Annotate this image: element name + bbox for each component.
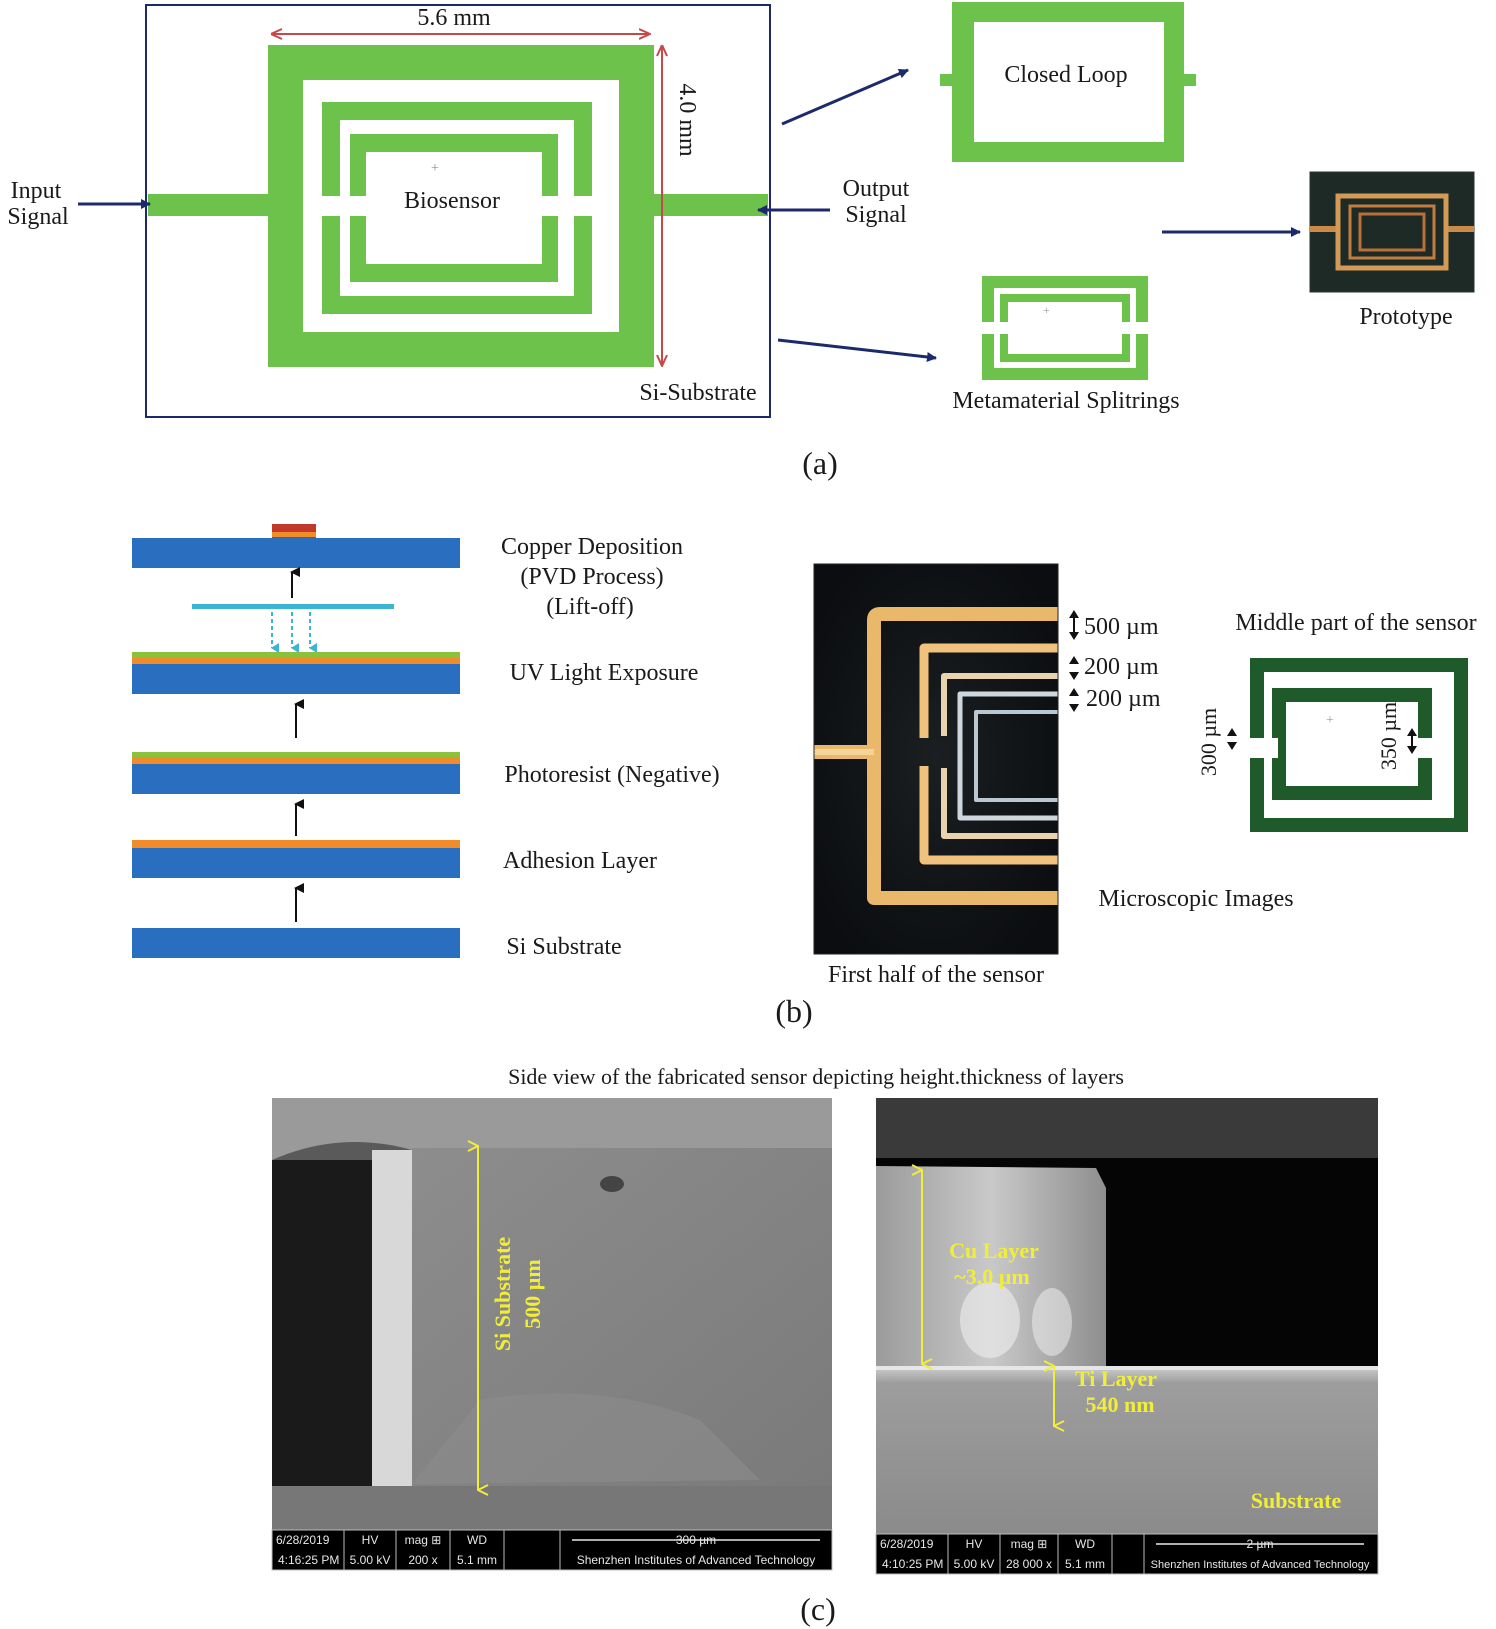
left-hv: 5.00 kV <box>350 1553 391 1567</box>
panel-b: Copper Deposition (PVD Process) (Lift-of… <box>132 524 1477 1029</box>
input-signal-label-1: Input <box>11 178 62 204</box>
right-institute: Shenzhen Institutes of Advanced Technolo… <box>1151 1559 1370 1571</box>
split-rings-unit: + <box>980 276 1150 380</box>
svg-text:+: + <box>431 161 439 176</box>
right-hv-label: HV <box>966 1537 983 1551</box>
closed-loop-label: Closed Loop <box>1004 62 1127 88</box>
split-rings-label: Metamaterial Splitrings <box>952 388 1179 414</box>
fabrication-steps <box>132 524 460 958</box>
step-copper-1: Copper Deposition <box>501 534 683 560</box>
sem-image-right <box>876 1098 1378 1538</box>
left-wd: 5.1 mm <box>457 1553 497 1567</box>
right-mag: 28 000 x <box>1006 1557 1052 1571</box>
step-uv: UV Light Exposure <box>510 660 699 686</box>
width-dimension-label: 5.6 mm <box>417 5 491 31</box>
substrate-label-right: Substrate <box>1251 1488 1342 1513</box>
left-date: 6/28/2019 <box>276 1533 330 1547</box>
microscopic-images-label: Microscopic Images <box>1098 886 1293 912</box>
middle-part-diagram: + <box>1248 658 1468 832</box>
sem-image-left <box>272 1098 832 1538</box>
microscope-image <box>813 563 1059 955</box>
prototype-photo <box>1309 171 1475 293</box>
ti-layer-label-2: 540 nm <box>1085 1392 1154 1417</box>
first-half-label: First half of the sensor <box>828 962 1044 988</box>
prototype-label: Prototype <box>1359 304 1452 330</box>
ti-layer-label-1: Ti Layer <box>1075 1366 1157 1391</box>
input-signal-label-2: Signal <box>7 204 69 230</box>
step-substrate: Si Substrate <box>506 934 621 960</box>
height-dimension-label: 4.0 mm <box>674 83 700 157</box>
step-copper-3: (Lift-off) <box>546 594 634 620</box>
left-hv-label: HV <box>362 1533 379 1547</box>
panel-c-label: (c) <box>800 1591 836 1627</box>
right-scale: 2 µm <box>1247 1537 1274 1551</box>
right-wd: 5.1 mm <box>1065 1557 1105 1571</box>
step-copper-2: (PVD Process) <box>520 564 663 590</box>
sem-databar-right <box>875 1533 1379 1575</box>
panel-a-label: (a) <box>802 445 838 481</box>
biosensor-label: Biosensor <box>404 188 500 214</box>
arrow-to-split-rings <box>777 338 937 362</box>
dim-200um-1: 200 µm <box>1084 654 1159 680</box>
closed-loop-ring <box>940 2 1196 162</box>
dim-500um: 500 µm <box>1084 614 1159 640</box>
output-signal-label-2: Signal <box>845 202 907 228</box>
panel-b-label: (b) <box>775 993 812 1029</box>
gap-right-label: 350 µm <box>1376 702 1401 770</box>
panel-c-title: Side view of the fabricated sensor depic… <box>508 1064 1124 1089</box>
gap-left-label: 300 µm <box>1196 708 1221 776</box>
left-mag-label: mag ⊞ <box>405 1533 442 1547</box>
sem-databar-left <box>271 1529 833 1571</box>
middle-part-label: Middle part of the sensor <box>1235 610 1476 636</box>
left-institute: Shenzhen Institutes of Advanced Technolo… <box>577 1553 816 1567</box>
left-mag: 200 x <box>408 1553 437 1567</box>
svg-text:+: + <box>1326 713 1334 728</box>
si-substrate-annotation-1: Si Substrate <box>490 1237 515 1352</box>
cu-layer-label-2: ~3.0 µm <box>954 1264 1029 1289</box>
right-hv: 5.00 kV <box>954 1557 995 1571</box>
si-substrate-annotation-2: 500 µm <box>520 1259 545 1329</box>
gap-right-arrow <box>1407 728 1417 754</box>
gap-left-arrow <box>1227 728 1237 750</box>
panel-c: Side view of the fabricated sensor depic… <box>271 1064 1379 1627</box>
svg-text:+: + <box>1043 303 1050 317</box>
left-scale: 300 µm <box>676 1533 716 1547</box>
dim-200um-2: 200 µm <box>1086 686 1161 712</box>
right-wd-label: WD <box>1075 1537 1095 1551</box>
output-signal-label-1: Output <box>843 176 910 202</box>
step-adhesion: Adhesion Layer <box>503 848 657 874</box>
right-time: 4:10:25 PM <box>882 1557 943 1571</box>
right-mag-label: mag ⊞ <box>1011 1537 1048 1551</box>
panel-a: + Biosensor 5.6 mm 4.0 mm Input Signal O… <box>7 2 1475 481</box>
step-photoresist: Photoresist (Negative) <box>504 762 719 788</box>
left-time: 4:16:25 PM <box>278 1553 339 1567</box>
left-wd-label: WD <box>467 1533 487 1547</box>
cu-layer-label-1: Cu Layer <box>949 1238 1039 1263</box>
right-date: 6/28/2019 <box>880 1537 934 1551</box>
micro-dimension-markers <box>1069 610 1079 712</box>
arrow-to-closed-loop <box>781 68 909 126</box>
si-substrate-label: Si-Substrate <box>639 380 756 406</box>
